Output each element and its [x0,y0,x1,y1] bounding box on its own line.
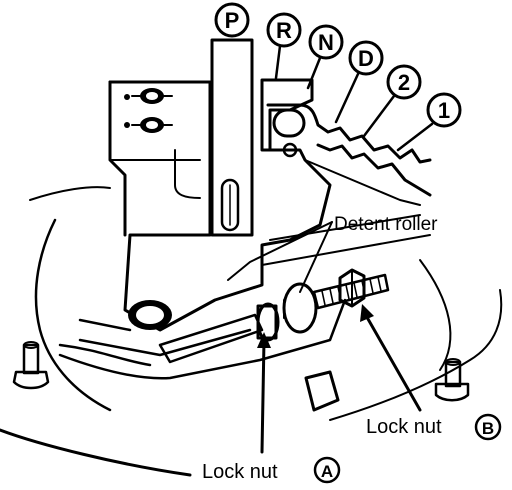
mounting-bracket [108,78,332,332]
control-rod [58,298,347,380]
svg-text:2: 2 [398,70,410,95]
gear-indicator-r: R [266,12,302,80]
svg-text:N: N [318,30,334,55]
stud-right [434,358,470,402]
gear-indicator-p: P [214,2,250,38]
lock-nut-b [338,268,366,308]
detent-roller-label: Detent roller [334,214,438,235]
lock-nut-b-letter: B [482,419,494,438]
gear-indicator-1: 1 [396,92,462,152]
threaded-adjuster [312,268,390,310]
floor-panel [0,186,503,477]
gear-indicator-d: D [334,40,384,124]
svg-text:R: R [276,18,292,43]
lock-nut-b-callout: Lock nut B [360,304,502,441]
stud-left [12,341,50,390]
bracket-bolt-lower [131,117,173,133]
cable-clip [304,370,340,412]
gear-indicator-2: 2 [362,64,422,138]
svg-text:D: D [358,46,374,71]
lower-pivot [78,300,252,357]
svg-text:1: 1 [438,98,450,123]
svg-text:P: P [225,8,240,33]
lock-nut-a-callout: Lock nut A [202,332,341,484]
detent-plate [261,103,432,266]
selector-rod [210,38,254,237]
lock-nut-b-label: Lock nut [366,416,442,438]
lock-nut-a-label: Lock nut [202,461,278,483]
lock-nut-a-letter: A [321,462,333,481]
gear-indicator-n: N [306,24,344,90]
bracket-bolt-upper [131,88,173,104]
detent-roller-callout: Detent roller [227,214,438,293]
lock-nut-a-assembly [256,282,318,342]
